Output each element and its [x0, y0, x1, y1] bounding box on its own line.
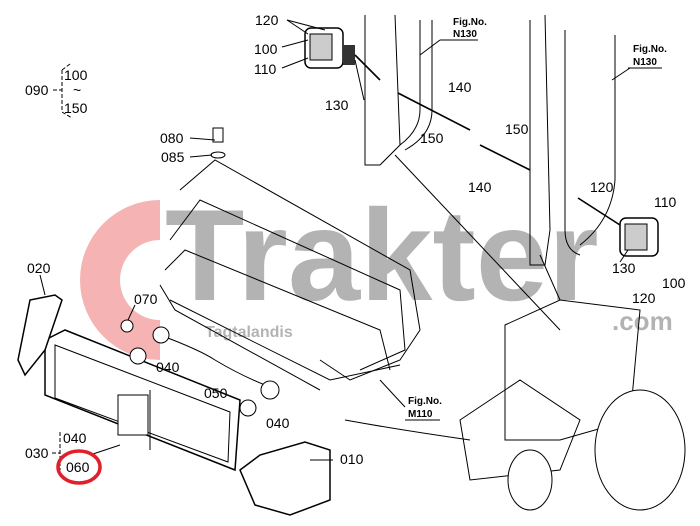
grille-frame — [159, 159, 421, 391]
headlight-assembly — [44, 329, 241, 472]
group-label[interactable]: 090 — [25, 82, 49, 98]
socket-icon — [260, 380, 280, 400]
part-140[interactable]: 140 — [468, 179, 492, 195]
fig-ref-title: Fig.No. — [453, 17, 487, 28]
fig-ref-title: Fig.No. — [633, 44, 667, 55]
part-130[interactable]: 130 — [325, 97, 349, 113]
work-lamp-top — [304, 27, 381, 81]
part-150[interactable]: 150 — [505, 121, 529, 137]
watermark: Trakter .com Tagtalandis — [80, 182, 673, 360]
part-110[interactable]: 110 — [654, 194, 677, 210]
fig-ref-title: Fig.No. — [408, 396, 442, 407]
part-140[interactable]: 140 — [448, 79, 472, 95]
fig-ref-code[interactable]: M110 — [408, 409, 433, 420]
part-130[interactable]: 130 — [612, 260, 636, 276]
fig-ref-code[interactable]: N130 — [633, 57, 657, 68]
sub-group-item[interactable]: 040 — [63, 430, 87, 446]
part-020[interactable]: 020 — [27, 260, 51, 276]
bulb-040-icon — [129, 347, 147, 365]
group-030: 030 040 060 — [25, 430, 102, 485]
cab-pillar-right — [529, 14, 616, 266]
figure-refs: Fig.No. N130 Fig.No. N130 Fig.No. M110 — [405, 17, 667, 421]
bulb-040b-icon — [239, 399, 257, 417]
fig-ref-code[interactable]: N130 — [453, 29, 477, 40]
group-tilde: ~ — [73, 82, 81, 98]
part-100[interactable]: 100 — [662, 275, 686, 291]
socket-icon — [152, 326, 170, 344]
part-labels: 120 100 110 130 140 150 150 140 120 110 … — [27, 12, 686, 467]
side-lens-010 — [239, 441, 331, 516]
part-100[interactable]: 100 — [254, 41, 278, 57]
watermark-tagline: Tagtalandis — [205, 324, 293, 341]
leader-lines — [39, 19, 631, 461]
sub-group-item-highlighted[interactable]: 060 — [66, 459, 90, 475]
part-085[interactable]: 085 — [161, 149, 185, 165]
work-lamp-right — [577, 197, 659, 257]
watermark-domain: .com — [612, 306, 673, 336]
watermark-brand: Trakter — [165, 182, 599, 328]
part-070[interactable]: 070 — [134, 291, 158, 307]
bolt-080-icon — [212, 127, 224, 143]
part-010[interactable]: 010 — [340, 451, 364, 467]
side-panel-020 — [17, 294, 63, 377]
part-050[interactable]: 050 — [204, 385, 228, 401]
group-090: 090 100 ~ 150 — [25, 63, 88, 119]
highlight-circle — [56, 449, 102, 485]
part-120[interactable]: 120 — [632, 290, 656, 306]
part-040[interactable]: 040 — [266, 415, 290, 431]
tractor-illustration — [459, 254, 686, 511]
washer-085-icon — [210, 151, 226, 159]
group-to: 150 — [64, 100, 88, 116]
wire-harness-050 — [159, 334, 266, 386]
nut-070-icon — [120, 319, 134, 333]
watermark-gear-logo — [80, 200, 160, 360]
part-080[interactable]: 080 — [160, 130, 184, 146]
part-150[interactable]: 150 — [420, 130, 444, 146]
sub-group-label[interactable]: 030 — [25, 445, 49, 461]
part-040[interactable]: 040 — [156, 359, 180, 375]
part-120[interactable]: 120 — [255, 12, 279, 28]
group-from: 100 — [64, 67, 88, 83]
part-120[interactable]: 120 — [590, 179, 614, 195]
part-110[interactable]: 110 — [254, 61, 277, 77]
